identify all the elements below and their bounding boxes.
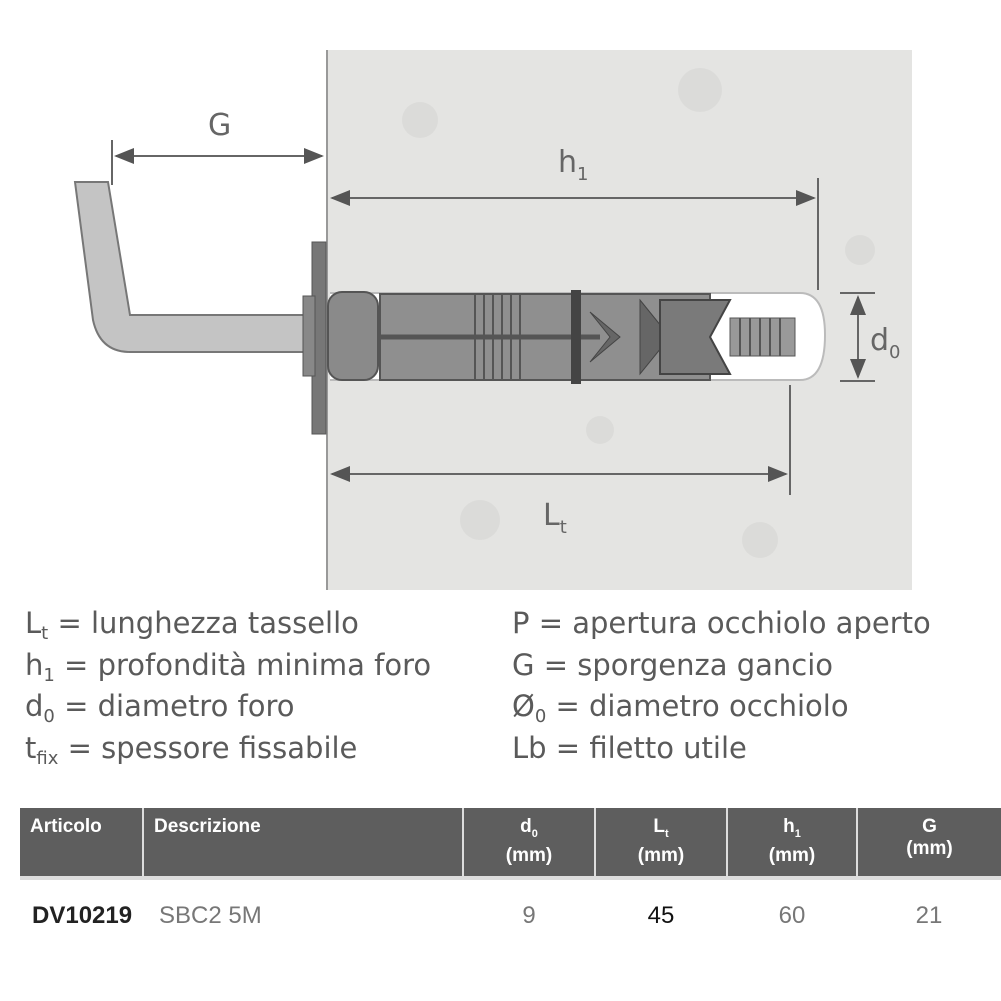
header-h1: h1(mm) — [727, 808, 858, 880]
header-g: G(mm) — [857, 808, 1001, 880]
cell-descrizione: SBC2 5M — [159, 902, 262, 929]
cell-h1: 60 — [778, 902, 806, 929]
cell-g: 21 — [915, 902, 943, 929]
header-articolo: Articolo — [20, 808, 144, 880]
cell-articolo: DV10219 — [32, 902, 133, 929]
legend-item: P = apertura occhiolo aperto — [512, 606, 931, 640]
legend-item: Ø0 = diametro occhiolo — [512, 689, 849, 727]
label-h1: h1 — [558, 145, 588, 185]
cell-d0: 9 — [522, 902, 536, 929]
legend-item: tfix = spessore fissabile — [25, 730, 358, 769]
label-g: G — [208, 108, 231, 143]
legend-right: P = apertura occhiolo aperto G = sporgen… — [512, 603, 931, 769]
anchor-head — [327, 291, 379, 381]
anchor-diagram: G h1 d0 Lt — [73, 50, 912, 590]
legend-item: h1 = profondità minima foro — [25, 647, 432, 686]
header-d0: d0(mm) — [463, 808, 596, 880]
header-lt: Lt(mm) — [595, 808, 728, 880]
label-d0: d0 — [870, 323, 901, 363]
table-row: DV10219 SBC2 5M 9 45 60 21 — [20, 878, 1001, 952]
label-lt: Lt — [543, 498, 567, 538]
legend-item: d0 = diametro foro — [25, 689, 295, 727]
legend-left: Lt = lunghezza tassello h1 = profondità … — [25, 603, 431, 769]
table-header: Articolo Descrizione d0(mm) Lt(mm) h1(mm… — [20, 808, 1001, 880]
header-descrizione: Descrizione — [143, 808, 464, 880]
hook — [73, 181, 306, 353]
legend-item: G = sporgenza gancio — [512, 647, 834, 682]
legend-item: Lb = filetto utile — [512, 730, 747, 765]
cell-lt: 45 — [647, 902, 675, 929]
legend-item: Lt = lunghezza tassello — [25, 606, 359, 644]
product-table: Articolo Descrizione d0(mm) Lt(mm) h1(mm… — [20, 808, 1001, 952]
